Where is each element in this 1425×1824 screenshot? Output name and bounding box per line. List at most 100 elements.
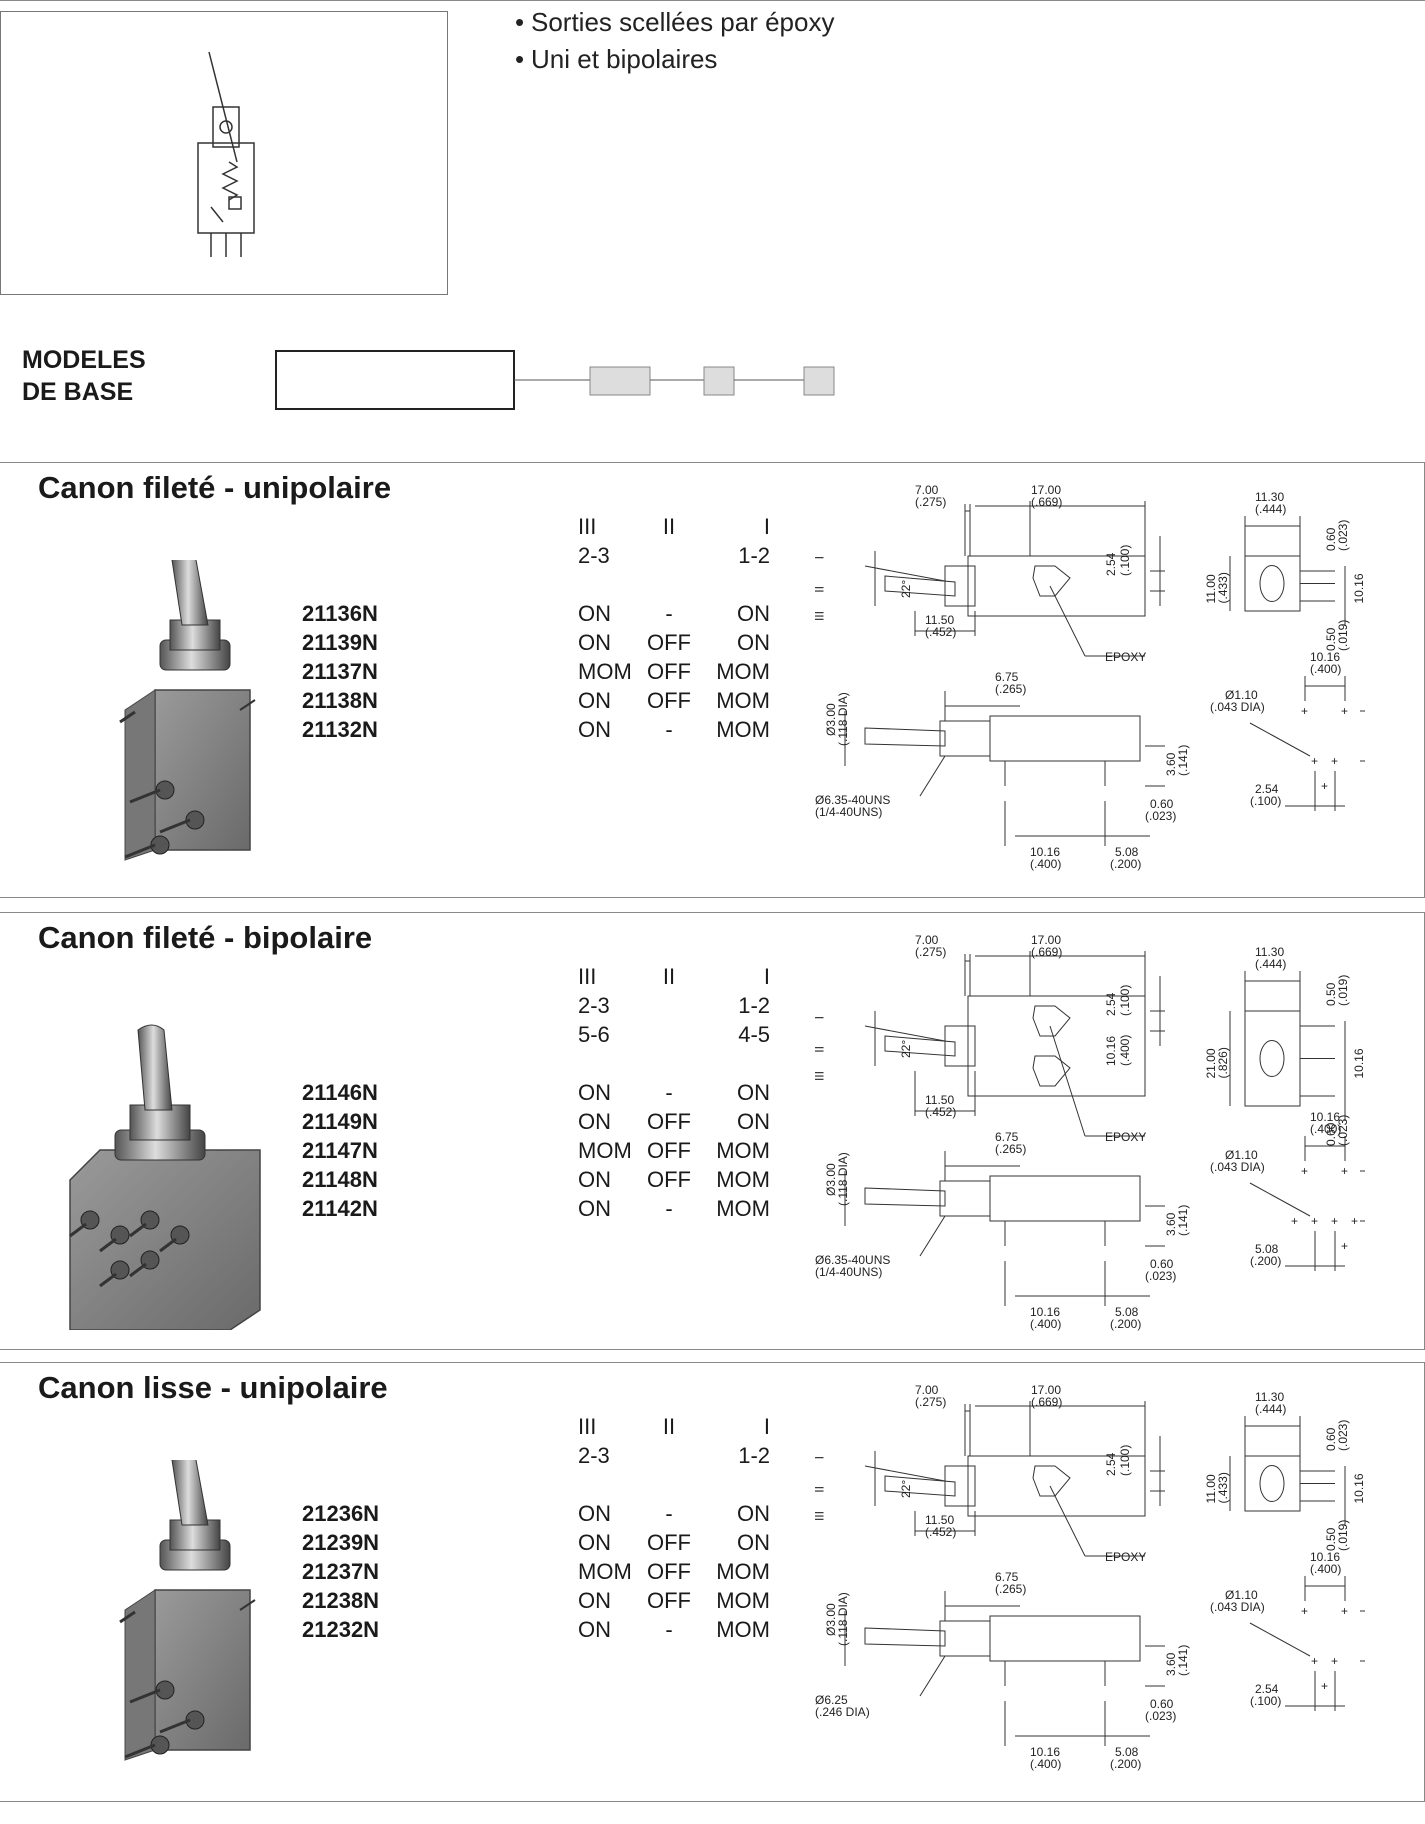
dim-label: 11.50 [925, 613, 954, 627]
spacer-row [578, 1470, 770, 1499]
hole-marker: + [1301, 1604, 1308, 1618]
switch-photo [119, 560, 256, 861]
dim-label: (.118 DIA) [836, 1152, 850, 1206]
dim-label: (.400) [1364, 1047, 1365, 1078]
dim-label: (1/4-40UNS) [815, 1265, 882, 1279]
section-title: Canon fileté - unipolaire [38, 470, 392, 505]
dim-label: (.043 DIA) [1210, 1600, 1265, 1614]
position-cell [636, 1020, 702, 1049]
position-cell: I [763, 964, 770, 989]
dim-label: Ø3.00 [824, 703, 838, 736]
position-cell: ON [737, 630, 770, 655]
dim-label: (.400) [1310, 1122, 1341, 1136]
part-number: 21142N [302, 1196, 378, 1221]
dim-label: (.669) [1031, 495, 1062, 509]
dimension-drawing: 7.00(.275)17.00(.669)2.54(.100)11.50(.45… [812, 483, 1365, 871]
dim-label: 5.08 [1115, 1745, 1139, 1759]
hole-marker: + [1301, 1164, 1308, 1178]
position-cell: ON [578, 630, 611, 655]
position-cell: MOM [578, 659, 632, 684]
dim-label: Ø1.10 [1225, 688, 1258, 702]
end-view-body [1244, 1455, 1301, 1512]
dim-label: Ø1.10 [1225, 1588, 1258, 1602]
position-cell: - [665, 717, 673, 742]
position-cell: 2-3 [578, 543, 610, 568]
part-position-row: ON-MOM [578, 1194, 770, 1223]
dim-label: 0.60 [1150, 1697, 1174, 1711]
dim-label: 0.60 [1324, 1427, 1338, 1451]
dim-label: (.275) [915, 945, 946, 959]
switch-body [154, 689, 251, 851]
dim-label: 7.00 [915, 933, 939, 947]
dim-label: 22° [899, 1480, 913, 1498]
dim-label: 11.30 [1255, 490, 1284, 504]
dim-label: (.400) [1310, 662, 1341, 676]
epoxy-label: EPOXY [1105, 1130, 1146, 1144]
dim-label: 5.08 [1255, 1242, 1279, 1256]
position-label: III [812, 1511, 826, 1521]
hole-marker: + [1301, 704, 1308, 718]
position-cell: ON [578, 688, 611, 713]
position-cell: - [665, 1617, 673, 1642]
epoxy-label: EPOXY [1105, 1550, 1146, 1564]
dim-label: Ø3.00 [824, 1603, 838, 1636]
dim-label: 22° [899, 580, 913, 598]
position-cell: MOM [716, 1167, 770, 1192]
dim-label: Ø6.35-40UNS [815, 793, 890, 807]
position-cell: II [662, 964, 676, 989]
position-cell: 1-2 [738, 543, 770, 568]
position-label: III [812, 611, 826, 621]
position-cell: ON [578, 1080, 611, 1105]
dim-label: 10.16 [1310, 650, 1340, 664]
dim-label: 7.00 [915, 483, 939, 497]
dim-label: (.669) [1031, 945, 1062, 959]
dim-label: (.023) [1336, 520, 1350, 551]
dim-label: 11.30 [1255, 1390, 1284, 1404]
dim-label: (.444) [1255, 1402, 1286, 1416]
position-cell: 1-2 [738, 993, 770, 1018]
dim-label: (1/4-40UNS) [815, 805, 882, 819]
position-cell: MOM [716, 1588, 770, 1613]
dim-label: (.019) [1336, 1520, 1350, 1551]
hole-marker: + [1351, 1214, 1358, 1228]
dim-label: 3.60 [1164, 752, 1178, 776]
dim-label: (.019) [1336, 975, 1350, 1006]
epoxy-seal [1032, 1005, 1071, 1037]
position-cell: 2-3 [578, 993, 610, 1018]
part-position-row: ON-ON [578, 1078, 770, 1107]
model-code-box [703, 366, 735, 396]
front-view-body [967, 995, 1146, 1097]
dim-label: 11.00 [1204, 574, 1218, 603]
dim-label: 21.00 [1204, 1048, 1218, 1078]
position-cell: ON [578, 1588, 611, 1613]
side-view-body [989, 1175, 1141, 1222]
position-cell: MOM [716, 1196, 770, 1221]
part-number: 21132N [302, 717, 378, 742]
position-cell: I [763, 1414, 770, 1439]
dim-label: Ø3.00 [824, 1163, 838, 1196]
hole-marker: + [1331, 754, 1338, 768]
position-cell: OFF [647, 1559, 691, 1584]
hole-marker: + [1341, 1164, 1348, 1178]
dim-label: (.141) [1176, 1645, 1190, 1676]
position-cell: - [665, 601, 673, 626]
position-cell: MOM [716, 659, 770, 684]
position-cell: OFF [647, 1167, 691, 1192]
position-cell: II [662, 514, 676, 539]
dim-label: (.200) [1250, 1254, 1281, 1268]
position-label: III [812, 1071, 826, 1081]
dim-label: 17.00 [1031, 933, 1061, 947]
dim-label: (.141) [1176, 745, 1190, 776]
position-cell: ON [737, 601, 770, 626]
dim-label: (.669) [1031, 1395, 1062, 1409]
part-position-row: ON-ON [578, 1499, 770, 1528]
dim-label: 22° [899, 1040, 913, 1058]
